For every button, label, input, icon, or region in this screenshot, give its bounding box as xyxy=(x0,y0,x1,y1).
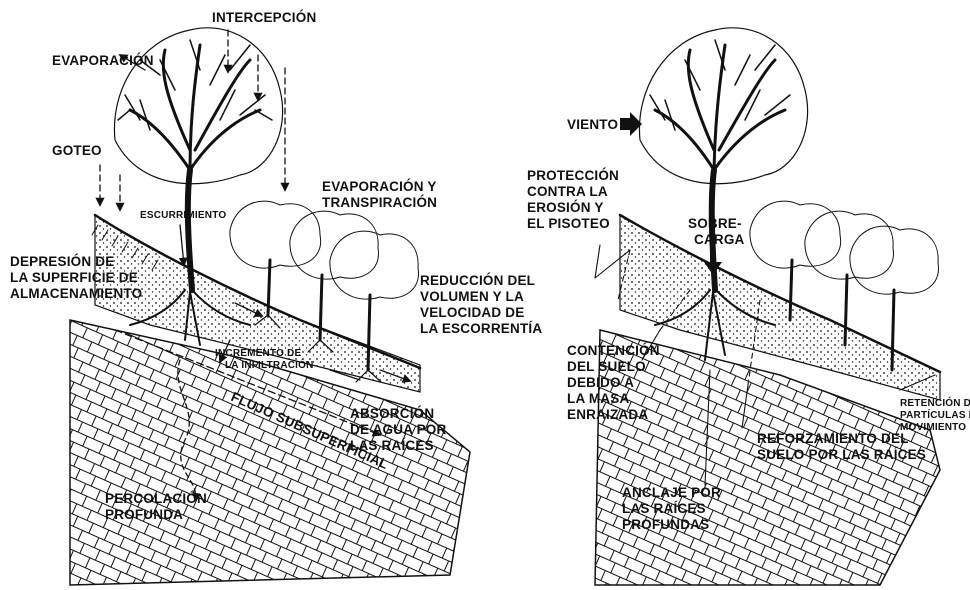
label-interception: INTERCEPCIÓN xyxy=(212,10,316,25)
label-containment-1: CONTENCIÓN xyxy=(567,343,660,358)
label-containment-3: DEBIDO A xyxy=(567,375,634,390)
wind-arrow xyxy=(620,112,642,136)
label-reduction-4: LA ESCORRENTÍA xyxy=(420,321,542,336)
runoff-arrow xyxy=(180,225,184,265)
label-absorption-2: DE AGUA POR xyxy=(350,422,447,437)
label-reduction-2: VOLUMEN Y LA xyxy=(420,289,524,304)
label-evap-transp-1: EVAPORACIÓN Y xyxy=(322,179,437,194)
label-containment-4: LA MASA xyxy=(567,391,629,406)
label-protection-3: EROSIÓN Y xyxy=(527,200,604,215)
label-absorption-1: ABSORCIÓN xyxy=(350,406,434,421)
label-infiltration-2: LA INFILTRACIÓN xyxy=(225,358,314,371)
label-drip: GOTEO xyxy=(52,143,102,158)
label-containment-2: DEL SUELO xyxy=(567,359,646,374)
label-containment-5: ENRAIZADA xyxy=(567,407,648,422)
label-retention-3: MOVIMIENTO xyxy=(900,422,966,433)
label-evap-transp-2: TRANSPIRACIÓN xyxy=(322,195,437,210)
label-anchoring-3: PROFUNDAS xyxy=(622,517,709,532)
label-reduction-1: REDUCCIÓN DEL xyxy=(420,273,535,288)
label-retention-1: RETENCIÓN DE xyxy=(900,396,970,409)
label-reinforcement-1: REFORZAMIENTO DEL xyxy=(757,431,909,446)
label-protection-1: PROTECCIÓN xyxy=(527,168,619,183)
label-anchoring-2: LAS RAÍCES xyxy=(622,501,706,516)
right-panel: VIENTO PROTECCIÓN CONTRA LA EROSIÓN Y EL… xyxy=(527,28,970,585)
label-retention-2: PARTÍCULAS EN xyxy=(900,408,970,421)
label-runoff: ESCURRIMIENTO xyxy=(140,210,226,221)
label-reduction-3: VELOCIDAD DE xyxy=(420,305,524,320)
label-storage-3: ALMACENAMIENTO xyxy=(10,286,142,301)
label-protection-2: CONTRA LA xyxy=(527,184,608,199)
label-reinforcement-2: SUELO POR LAS RAÍCES xyxy=(757,447,926,462)
label-overload-2: CARGA xyxy=(694,232,745,247)
label-percolation-1: PERCOLACIÓN xyxy=(105,491,207,506)
label-overload-1: SOBRE- xyxy=(688,216,742,231)
label-protection-4: EL PISOTEO xyxy=(527,216,610,231)
label-anchoring-1: ANCLAJE POR xyxy=(622,485,721,500)
label-storage-2: LA SUPERFICIE DE xyxy=(10,270,138,285)
label-percolation-2: PROFUNDA xyxy=(105,507,183,522)
label-wind: VIENTO xyxy=(567,117,618,132)
label-absorption-3: LAS RAÍCES xyxy=(350,438,434,453)
left-panel: INTERCEPCIÓN EVAPORACIÓN GOTEO ESCURRIMI… xyxy=(10,10,542,585)
label-infiltration-1: INCREMENTO DE xyxy=(215,348,301,359)
label-evaporation: EVAPORACIÓN xyxy=(52,53,154,68)
label-storage-1: DEPRESIÓN DE xyxy=(10,254,114,269)
